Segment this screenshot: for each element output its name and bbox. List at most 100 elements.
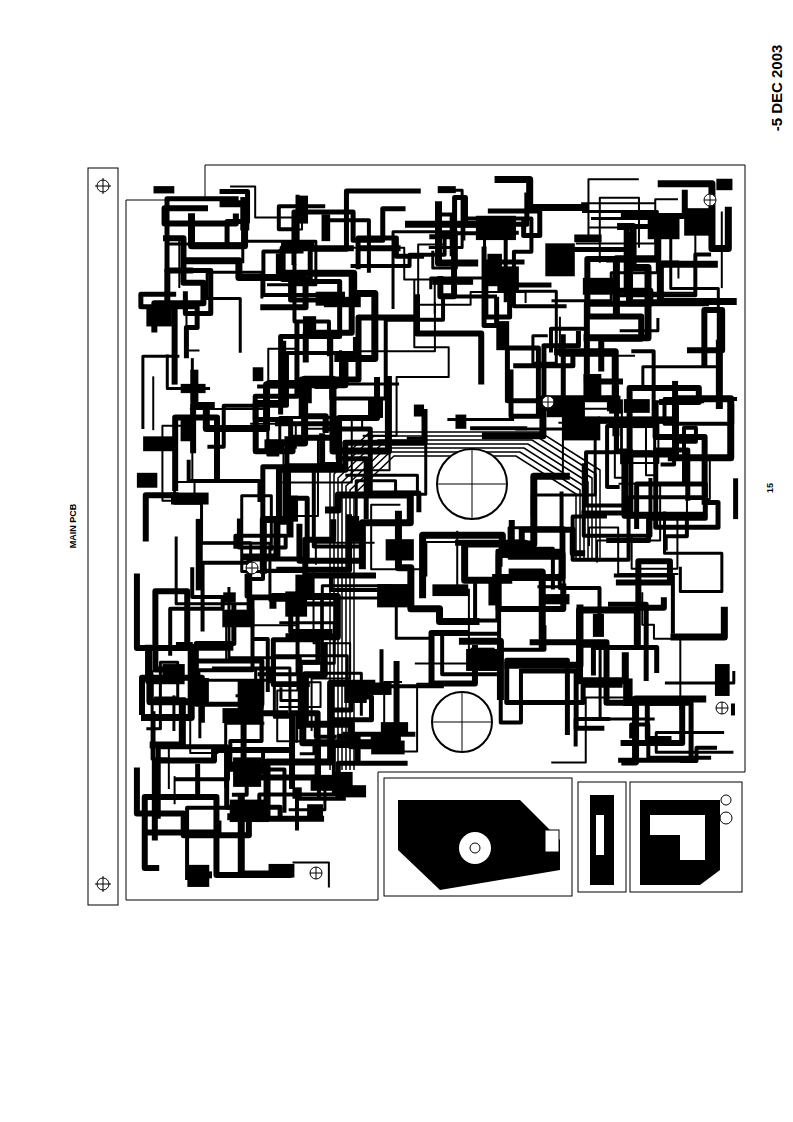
copper-trace xyxy=(623,465,677,569)
screw-mark xyxy=(704,194,716,206)
board-outline xyxy=(126,165,745,900)
copper-trace xyxy=(384,682,436,752)
edge-strip xyxy=(88,168,118,905)
copper-trace xyxy=(576,199,678,243)
copper-trace xyxy=(167,355,210,389)
copper-trace xyxy=(230,705,265,763)
copper-trace xyxy=(269,682,321,707)
copper-trace xyxy=(300,742,314,754)
copper-trace xyxy=(470,426,527,430)
copper-pad xyxy=(466,649,500,671)
copper-trace xyxy=(394,732,401,745)
copper-trace xyxy=(429,193,527,237)
copper-trace xyxy=(621,699,706,762)
bus-trace xyxy=(342,444,588,770)
copper-trace xyxy=(356,438,426,538)
screw-mark xyxy=(310,867,322,879)
copper-trace xyxy=(152,376,154,430)
copper-trace xyxy=(471,648,495,650)
copper-trace xyxy=(607,351,654,487)
copper-trace xyxy=(658,184,729,249)
date-stamp: -5 DEC 2003 xyxy=(768,45,785,132)
copper-trace xyxy=(297,799,346,831)
screw-mark xyxy=(246,562,258,574)
copper-trace xyxy=(723,667,728,677)
copper-trace xyxy=(670,607,724,637)
copper-trace xyxy=(331,297,497,399)
copper-pad xyxy=(715,664,730,696)
copper-pad xyxy=(137,473,157,488)
copper-trace xyxy=(190,719,218,753)
copper-trace xyxy=(293,862,329,887)
copper-trace xyxy=(268,381,301,455)
copper-trace xyxy=(507,660,623,735)
copper-trace xyxy=(621,190,685,216)
copper-trace xyxy=(355,302,435,351)
copper-trace xyxy=(482,352,615,436)
copper-trace xyxy=(178,238,180,288)
capacitor-outline xyxy=(437,449,507,519)
copper-trace xyxy=(579,646,654,719)
copper-trace xyxy=(284,273,374,358)
copper-trace xyxy=(263,570,350,731)
copper-trace xyxy=(191,358,194,418)
copper-trace xyxy=(505,605,580,666)
copper-trace xyxy=(331,576,392,590)
sub-board xyxy=(384,778,742,896)
copper-trace xyxy=(291,604,334,632)
copper-trace xyxy=(279,409,425,524)
copper-trace xyxy=(447,418,514,421)
copper-trace xyxy=(584,226,648,337)
copper-trace xyxy=(273,596,337,636)
copper-trace xyxy=(137,574,187,670)
copper-trace xyxy=(731,703,735,715)
copper-trace xyxy=(257,386,310,403)
copper-trace xyxy=(530,642,683,743)
copper-trace xyxy=(172,307,178,385)
copper-trace xyxy=(206,356,345,428)
copper-trace xyxy=(665,671,734,683)
copper-trace xyxy=(495,180,589,208)
copper-trace xyxy=(232,769,285,812)
copper-trace xyxy=(608,604,646,681)
copper-trace xyxy=(666,517,687,551)
copper-trace xyxy=(576,719,611,746)
copper-pad xyxy=(154,186,175,193)
copper-trace xyxy=(141,647,233,717)
bus-trace xyxy=(334,436,596,770)
copper-trace xyxy=(322,586,391,660)
capacitor-outline xyxy=(432,692,492,752)
copper-trace xyxy=(188,604,262,705)
copper-trace xyxy=(207,272,262,352)
bus-trace xyxy=(346,448,584,770)
pcb-board xyxy=(88,165,745,905)
copper-trace xyxy=(176,536,251,603)
mounting-hole xyxy=(95,178,111,892)
copper-trace xyxy=(229,436,307,616)
copper-trace xyxy=(672,381,678,403)
copper-trace xyxy=(260,248,354,307)
copper-trace xyxy=(146,495,179,541)
copper-pad xyxy=(377,584,409,607)
copper-trace xyxy=(382,649,444,686)
copper-trace xyxy=(147,821,219,833)
copper-trace xyxy=(660,264,736,301)
copper-trace xyxy=(192,204,245,246)
copper-trace xyxy=(429,190,462,247)
page-number: 15 xyxy=(765,483,775,493)
copper-trace xyxy=(680,748,717,761)
copper-trace xyxy=(250,424,296,449)
board-title: MAIN PCB xyxy=(68,504,78,549)
copper-trace xyxy=(581,202,655,204)
copper-pad xyxy=(716,179,732,190)
screw-mark xyxy=(716,702,728,714)
copper-pad xyxy=(322,214,331,241)
copper-pad xyxy=(146,307,172,327)
copper-trace xyxy=(195,764,200,800)
bus-trace xyxy=(338,440,592,770)
bus-trace xyxy=(330,432,600,770)
copper-pad xyxy=(253,367,264,381)
copper-trace xyxy=(263,467,330,523)
